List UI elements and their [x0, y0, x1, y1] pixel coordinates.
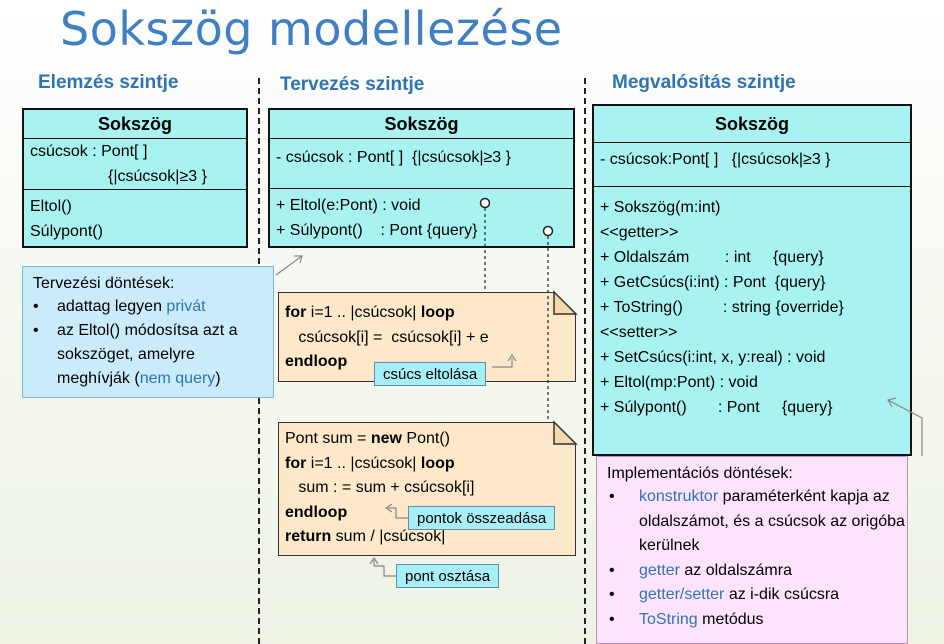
pointer-design-decisions — [275, 255, 303, 276]
design-decisions-title: Tervezési döntések: — [33, 275, 175, 292]
attribute: - csúcsok:Pont[ ] {|csúcsok|≥3 } — [600, 151, 831, 168]
operation: + Oldalszám : int {query} — [600, 249, 824, 266]
implementation-decision-item: getter/setter az i-dik csúcsra — [597, 583, 907, 608]
code-line: return sum / |csúcsok| — [285, 528, 446, 545]
operation: + Súlypont() : Pont {query} — [600, 399, 833, 416]
class-operations: + Sokszög(m:int) <<getter>> + Oldalszám … — [594, 187, 910, 420]
operation: + Súlypont() : Pont {query} — [276, 222, 478, 239]
operation: + Eltol(mp:Pont) : void — [600, 374, 758, 391]
operation: + SetCsúcs(i:int, x, y:real) : void — [600, 349, 826, 366]
implementation-decisions-box: Implementációs döntések: konstruktor par… — [596, 456, 908, 644]
code-line: endloop — [285, 353, 348, 370]
code-line: csúcsok[i] = csúcsok[i] + e — [285, 328, 489, 346]
column-heading-design: Tervezés szintje — [280, 74, 425, 95]
code-line: for i=1 .. |csúcsok| loop — [285, 304, 455, 321]
label-csucs-eltolasa: csúcs eltolása — [374, 362, 487, 386]
class-name: Sokszög — [24, 110, 246, 139]
operation: + Eltol(e:Pont) : void — [276, 197, 421, 214]
code-line: for i=1 .. |csúcsok| loop — [285, 454, 455, 472]
column-heading-implementation: Megvalósítás szintje — [612, 72, 796, 93]
attribute: csúcsok : Pont[ ] — [30, 143, 148, 160]
class-name: Sokszög — [270, 110, 573, 139]
pointer-pont-osztasa — [369, 556, 396, 577]
implementation-decision-item: konstruktor paraméterként kapja az oldal… — [597, 485, 907, 559]
attribute: - csúcsok : Pont[ ] {|csúcsok|≥3 } — [276, 149, 511, 166]
class-operations: + Eltol(e:Pont) : void + Súlypont() : Po… — [270, 189, 573, 243]
code-line: endloop — [285, 503, 348, 521]
design-decision-item: az Eltol() módosítsa azt a sokszöget, am… — [23, 319, 273, 391]
code-line: sum : = sum + csúcsok[i] — [285, 479, 475, 496]
column-separator — [584, 78, 586, 644]
design-class-box: Sokszög - csúcsok : Pont[ ] {|csúcsok|≥3… — [268, 108, 575, 248]
stereotype: <<getter>> — [600, 224, 679, 241]
operation: Eltol() — [30, 198, 72, 215]
design-decisions-box: Tervezési döntések: adattag legyen privá… — [22, 266, 274, 398]
label-pont-osztasa: pont osztása — [396, 564, 500, 588]
implementation-class-box: Sokszög - csúcsok:Pont[ ] {|csúcsok|≥3 }… — [592, 104, 912, 456]
class-name: Sokszög — [594, 106, 910, 143]
class-attributes: - csúcsok : Pont[ ] {|csúcsok|≥3 } — [270, 139, 573, 189]
class-attributes: csúcsok : Pont[ ] {|csúcsok|≥3 } — [24, 139, 246, 190]
note-sulypont: Pont sum = new Pont() for i=1 .. |csúcso… — [278, 422, 576, 556]
class-operations: Eltol() Súlypont() — [24, 190, 246, 244]
operation: Súlypont() — [30, 223, 103, 240]
design-decision-item: adattag legyen privát — [23, 295, 273, 319]
code-line: Pont sum = new Pont() — [285, 430, 450, 447]
column-heading-analysis: Elemzés szintje — [38, 72, 179, 93]
operation: + GetCsúcs(i:int) : Pont {query} — [600, 274, 826, 291]
analysis-class-box: Sokszög csúcsok : Pont[ ] {|csúcsok|≥3 }… — [22, 108, 248, 248]
attribute-constraint: {|csúcsok|≥3 } — [108, 168, 207, 185]
stereotype: <<setter>> — [600, 324, 678, 341]
implementation-decision-item: getter az oldalszámra — [597, 559, 907, 584]
implementation-decision-item: ToString metódus — [597, 608, 907, 633]
operation: + Sokszög(m:int) — [600, 199, 721, 216]
label-pontok-osszeadasa: pontok összeadása — [408, 506, 556, 530]
implementation-decisions-title: Implementációs döntések: — [607, 465, 793, 482]
page-title: Sokszög modellezése — [60, 2, 563, 56]
class-attributes: - csúcsok:Pont[ ] {|csúcsok|≥3 } — [594, 143, 910, 187]
operation: + ToString() : string {override} — [600, 299, 844, 316]
